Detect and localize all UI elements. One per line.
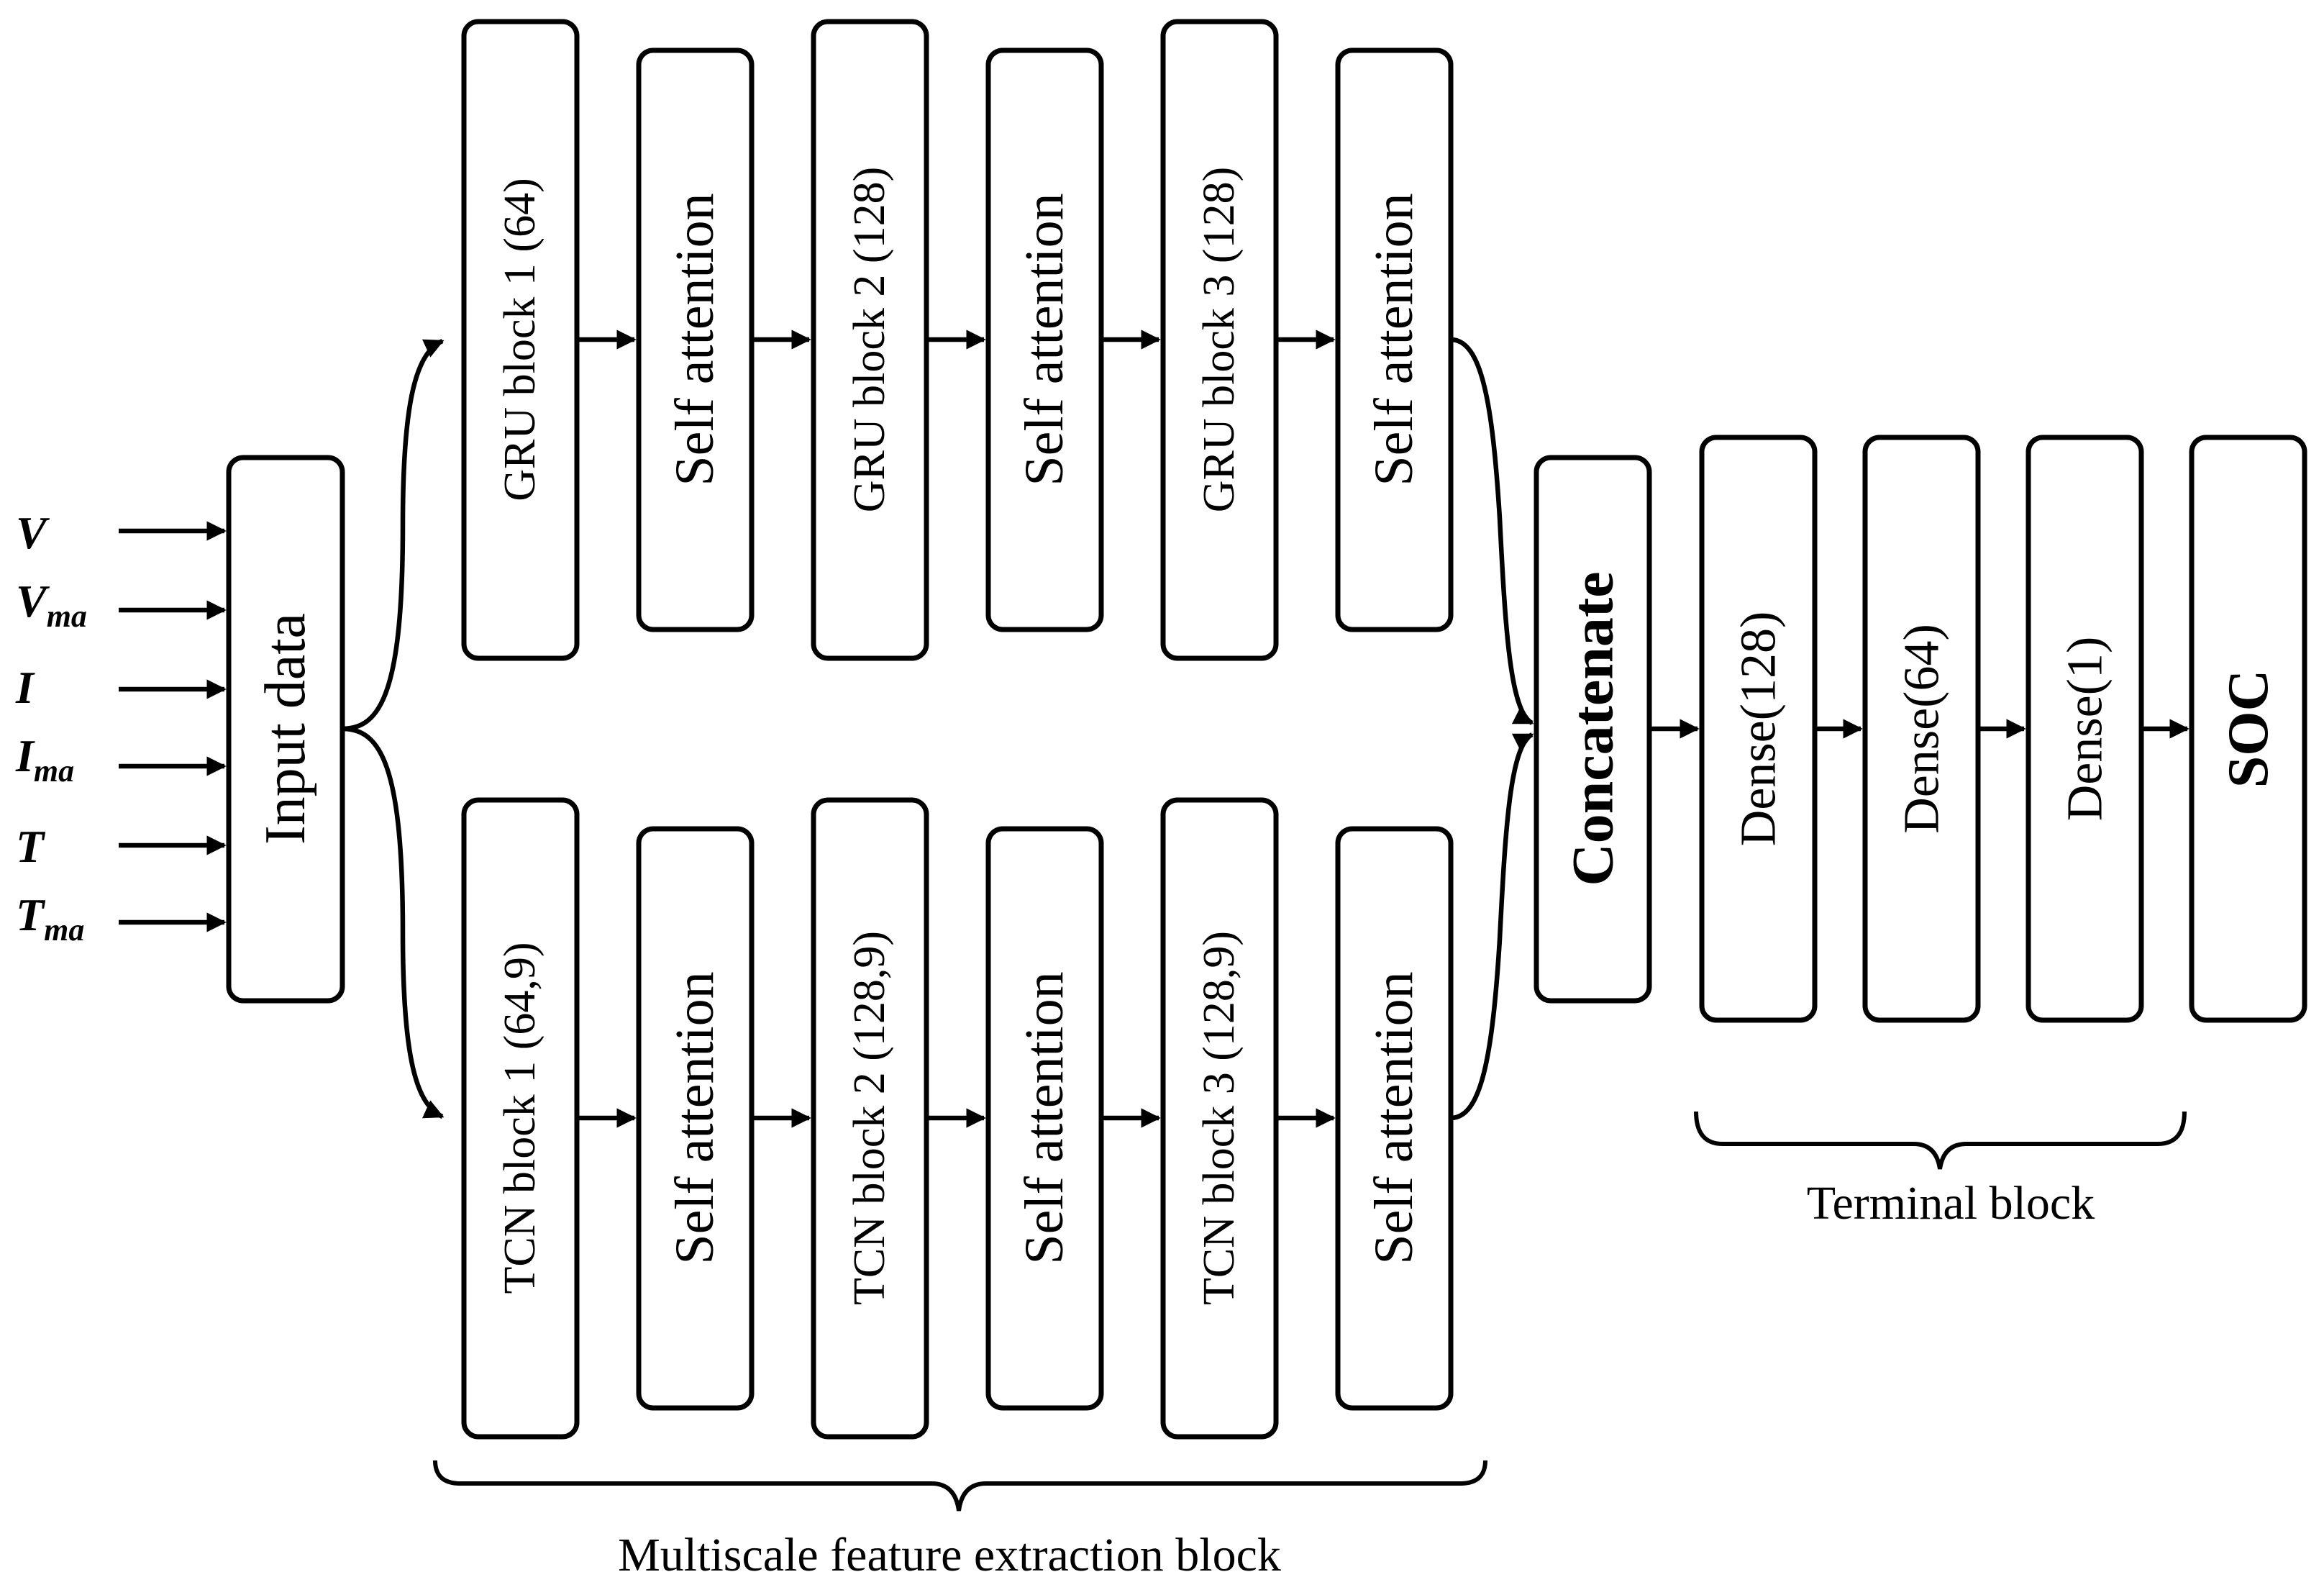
terminal-brace (1694, 1111, 2187, 1170)
gru-block-1: GRU block 1 (64) (461, 19, 580, 661)
svg-text:Self attention: Self attention (1014, 971, 1075, 1264)
svg-text:Self attention: Self attention (1364, 971, 1424, 1264)
dense-64-block: Dense(64) (1862, 435, 1981, 1023)
svg-text:Dense(64): Dense(64) (1895, 624, 1950, 834)
input-arrows (119, 521, 227, 932)
merge-connectors (1450, 337, 1534, 1121)
svg-text:GRU block 1 (64): GRU block 1 (64) (496, 178, 544, 501)
input-var-v: V (16, 507, 50, 558)
connector-input-to-tcn (342, 726, 445, 1119)
concatenate-block: Concatenate (1534, 455, 1652, 1004)
tcn-self-attention-2: Self attention (985, 826, 1104, 1411)
soc-output-block: SOC (2189, 435, 2307, 1023)
svg-text:TCN block 1 (64,9): TCN block 1 (64,9) (496, 942, 544, 1294)
tcn-block-2: TCN block 2 (128,9) (811, 797, 929, 1440)
input-data-block: Input data (226, 455, 345, 1004)
gru-block-3: GRU block 3 (128) (1160, 19, 1279, 661)
svg-text:Dense(1): Dense(1) (2058, 637, 2113, 822)
input-var-i-ma: Ima (15, 730, 74, 789)
svg-text:Dense(128): Dense(128) (1731, 612, 1787, 847)
connector-tcn-to-concat (1450, 732, 1534, 1121)
multiscale-brace (433, 1460, 1487, 1512)
svg-text:Self attention: Self attention (1014, 193, 1075, 486)
gru-self-attention-3: Self attention (1335, 47, 1454, 632)
input-data-label: Input data (254, 613, 317, 845)
tcn-block-3: TCN block 3 (128,9) (1160, 797, 1279, 1440)
dense-128-block: Dense(128) (1699, 435, 1818, 1023)
terminal-blocks: Dense(128) Dense(64) Dense(1) SOC (1649, 435, 2307, 1023)
terminal-block-caption: Terminal block (1807, 1177, 2095, 1230)
svg-text:GRU block 2 (128): GRU block 2 (128) (845, 167, 894, 512)
gru-self-attention-2: Self attention (985, 47, 1104, 632)
svg-text:Self attention: Self attention (665, 971, 725, 1264)
input-var-v-ma: Vma (16, 576, 87, 634)
svg-text:GRU block 3 (128): GRU block 3 (128) (1195, 167, 1244, 512)
svg-text:SOC: SOC (2217, 670, 2280, 789)
svg-text:TCN block 2 (128,9): TCN block 2 (128,9) (845, 931, 894, 1305)
split-connectors (342, 339, 445, 1119)
connector-gru-to-concat (1450, 337, 1534, 725)
concatenate-label: Concatenate (1560, 571, 1626, 886)
tcn-branch: TCN block 1 (64,9) Self attention TCN bl… (461, 797, 1454, 1440)
tcn-block-1: TCN block 1 (64,9) (461, 797, 580, 1440)
svg-text:Self attention: Self attention (665, 193, 725, 486)
gru-branch: GRU block 1 (64) Self attention GRU bloc… (461, 19, 1454, 661)
gru-block-2: GRU block 2 (128) (811, 19, 929, 661)
input-variables: V Vma I Ima T Tma (15, 507, 87, 948)
svg-text:TCN block 3 (128,9): TCN block 3 (128,9) (1195, 931, 1244, 1305)
connector-input-to-gru (342, 339, 445, 732)
tcn-self-attention-3: Self attention (1335, 826, 1454, 1411)
dense-1-block: Dense(1) (2025, 435, 2144, 1023)
gru-self-attention-1: Self attention (636, 47, 755, 632)
svg-text:Self attention: Self attention (1364, 193, 1424, 486)
tcn-self-attention-1: Self attention (636, 826, 755, 1411)
input-var-i: I (15, 662, 35, 713)
input-var-t: T (16, 821, 46, 872)
input-var-t-ma: Tma (16, 889, 84, 948)
multiscale-block-caption: Multiscale feature extraction block (618, 1529, 1281, 1581)
